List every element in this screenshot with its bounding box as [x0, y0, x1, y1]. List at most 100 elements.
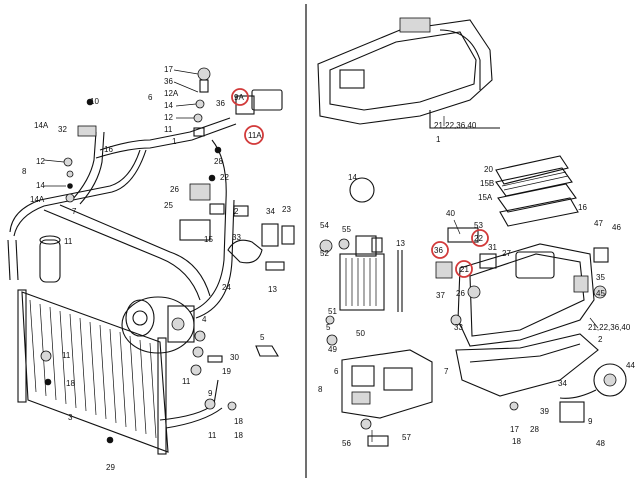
callout: 52 [320, 249, 329, 258]
callout: 54 [320, 221, 329, 230]
callout: 9 [588, 417, 593, 426]
callout: 11 [64, 237, 73, 246]
callout: 7 [72, 207, 77, 216]
callout: 18 [66, 379, 75, 388]
callout: 8 [22, 167, 27, 176]
callout: 15B [480, 179, 494, 188]
callout: 47 [594, 219, 603, 228]
callout: 2 [598, 335, 603, 344]
switch-valve-parts [40, 67, 295, 444]
right-callouts: 21,22,36,40 1 14 20 15B 15A 16 40 53 22 … [318, 121, 635, 448]
callout: 33 [232, 233, 241, 242]
callout: 26 [170, 185, 179, 194]
callout: 31 [488, 243, 497, 252]
callout: 14A [34, 121, 49, 130]
callout: 29 [106, 463, 115, 472]
callout: 36 [434, 246, 443, 255]
callout: 11 [182, 377, 191, 386]
callout: 44 [626, 361, 635, 370]
callout: 48 [596, 439, 605, 448]
callout: 53 [474, 221, 483, 230]
callout: 18 [512, 437, 521, 446]
callout: 15 [204, 235, 213, 244]
callout: 12 [164, 113, 173, 122]
left-callouts: 17 36 12A 14 12 11 6 1 9A 11A 36 28 32 1… [22, 65, 291, 472]
callout: 36 [164, 77, 173, 86]
highlight-circle [244, 125, 264, 145]
callout: 39 [540, 407, 549, 416]
callout: 12 [36, 157, 45, 166]
callout: 25 [164, 201, 173, 210]
callout: 21,22,36,40 [588, 323, 631, 332]
callout: 1 [172, 137, 177, 146]
callout: 1 [436, 135, 441, 144]
callout: 34 [558, 379, 567, 388]
hvac-housing-top [317, 17, 500, 129]
callout: 55 [342, 225, 351, 234]
callout: 30 [230, 353, 239, 362]
callout: 2 [234, 207, 239, 216]
callout: 11 [164, 125, 173, 134]
callout: 13 [396, 239, 405, 248]
callout: 46 [612, 223, 621, 232]
callout: 5 [260, 333, 265, 342]
callout: 33 [454, 323, 463, 332]
callout: 6 [148, 93, 153, 102]
callout: 23 [282, 205, 291, 214]
callout: 37 [436, 291, 445, 300]
callout: 7 [444, 367, 449, 376]
callout: 15A [478, 193, 493, 202]
heater-core-box [339, 235, 403, 312]
highlight-circle [431, 241, 449, 259]
callout: 22 [220, 173, 229, 182]
callout: 14A [30, 195, 45, 204]
callout: 32 [58, 125, 67, 134]
highlight-circle [471, 229, 489, 247]
callout: 35 [596, 273, 605, 282]
callout: 17 [510, 425, 519, 434]
callout: 45 [596, 289, 605, 298]
callout: 11 [208, 431, 217, 440]
callout: 22 [474, 234, 483, 243]
callout: 16 [578, 203, 587, 212]
leader-lines [43, 69, 599, 442]
callout: 14 [164, 101, 173, 110]
callout: 9A [234, 93, 244, 102]
callout: 11 [62, 351, 71, 360]
callout: 34 [266, 207, 275, 216]
callout: 51 [328, 307, 337, 316]
mode-motor-housing [341, 349, 433, 447]
callout: 40 [446, 209, 455, 218]
callout: 27 [502, 249, 511, 258]
highlight-circle [231, 88, 249, 106]
callout: 21 [460, 265, 469, 274]
callout: 28 [214, 157, 223, 166]
callout: 20 [484, 165, 493, 174]
callout: 17 [164, 65, 173, 74]
callout: 8 [318, 385, 323, 394]
small-parts-right [319, 177, 609, 423]
callout: 19 [222, 367, 231, 376]
callout: 14 [36, 181, 45, 190]
callout: 14 [348, 173, 357, 182]
callout: 21,22,36,40 [434, 121, 477, 130]
callout: 6 [334, 367, 339, 376]
highlight-circle [455, 260, 473, 278]
callout: 26 [456, 289, 465, 298]
callout: 18 [234, 417, 243, 426]
callout: 18 [234, 431, 243, 440]
callout: 24 [222, 283, 231, 292]
callout: 10 [90, 97, 99, 106]
callout: 3 [68, 413, 73, 422]
callout: 5 [326, 323, 331, 332]
callout: 12A [164, 89, 179, 98]
callout: 57 [402, 433, 411, 442]
callout: 49 [328, 345, 337, 354]
callout: 16 [104, 145, 113, 154]
callout: 36 [216, 99, 225, 108]
condenser-assembly [7, 117, 237, 455]
hvac-housing-bottom [455, 243, 627, 399]
callout: 9 [208, 389, 213, 398]
